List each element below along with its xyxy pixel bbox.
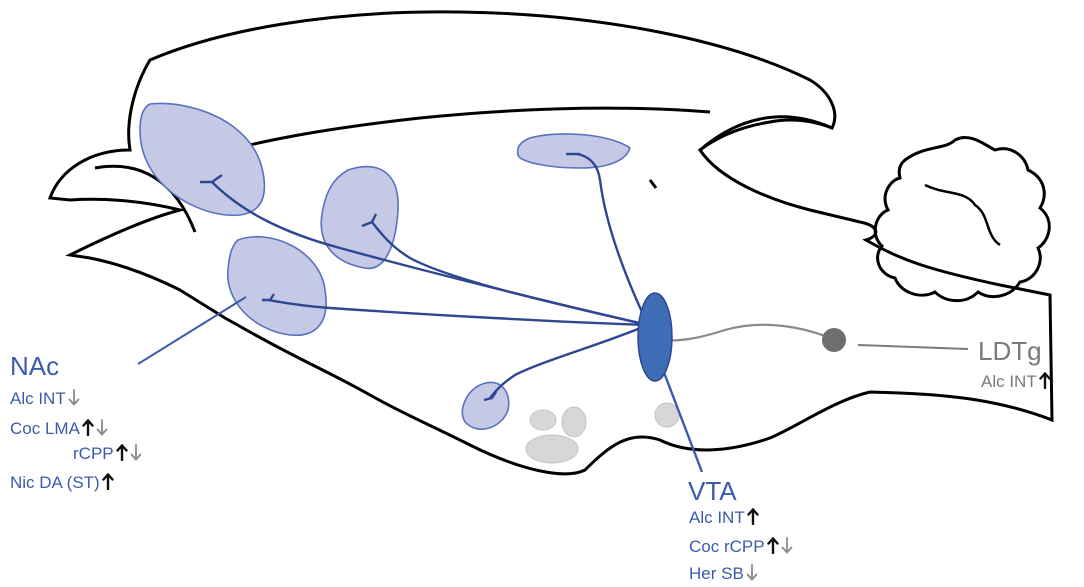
increase-arrow-icon (766, 537, 779, 554)
vta-row-arrows (744, 564, 758, 583)
nac-row-rcpp: rCPP (73, 444, 142, 462)
brain-fold-1 (94, 164, 197, 233)
brain-fold-3 (699, 115, 833, 152)
vta-row-alc: Alc INT (689, 508, 759, 526)
projection-nac (267, 298, 649, 327)
projection-anterior (371, 221, 649, 327)
brain-fold-4 (648, 179, 658, 189)
vta-row-arrows (745, 508, 759, 527)
nac-row-text: Nic DA (ST) (10, 473, 100, 492)
terminal-prefrontal (200, 174, 223, 184)
brain-outline (47, 10, 1054, 476)
nac-row-arrows (66, 389, 80, 408)
ldtg-row-text: Alc INT (981, 372, 1037, 391)
grey-nucleus-4 (654, 402, 680, 428)
cerebellum (873, 135, 1051, 303)
nac-row-nic: Nic DA (ST) (10, 473, 114, 491)
increase-arrow-icon (747, 508, 759, 525)
vta-nucleus (637, 292, 673, 382)
vta-row-text: Alc INT (689, 508, 745, 527)
nac-row-alc: Alc INT (10, 389, 80, 407)
vta-projections (200, 152, 650, 402)
ldtg-nucleus (822, 328, 846, 352)
region-prefrontal (139, 102, 266, 217)
grey-nucleus-3 (525, 434, 579, 464)
ldtg-row-arrows (1037, 372, 1051, 391)
vta-title: VTA (688, 476, 737, 506)
vta-row-text: Coc rCPP (689, 537, 765, 556)
decrease-arrow-icon (130, 444, 142, 461)
increase-arrow-icon (82, 419, 94, 436)
ldtg-projection (659, 323, 836, 342)
grey-nucleus-2 (561, 406, 587, 438)
brain-fold-2 (199, 106, 711, 160)
increase-arrow-icon (115, 444, 128, 461)
decrease-arrow-icon (781, 537, 793, 554)
decrease-arrow-icon (68, 389, 80, 406)
nac-title: NAc (10, 351, 60, 381)
vta-row-coc: Coc rCPP (689, 537, 793, 555)
grey-nucleus-1 (529, 409, 557, 431)
increase-arrow-icon (102, 473, 114, 490)
nac-row-arrows (114, 444, 142, 463)
decrease-arrow-icon (746, 564, 758, 581)
projection-dorsal (577, 152, 650, 326)
nac-leader (137, 296, 247, 365)
increase-arrow-icon (1039, 372, 1051, 389)
region-anterior (320, 165, 399, 270)
nac-row-arrows (80, 419, 108, 438)
vta-row-arrows (765, 537, 793, 556)
cerebellum-fold (924, 183, 1001, 247)
region-nac (227, 235, 327, 337)
vta-leader (658, 361, 704, 473)
projection-ventral (489, 323, 649, 399)
vta-row-her: Her SB (689, 564, 758, 582)
region-ventral (461, 381, 510, 430)
decrease-arrow-icon (96, 419, 108, 436)
terminal-ventral (483, 391, 497, 402)
region-dorsal (516, 133, 631, 169)
nac-row-text: Alc INT (10, 389, 66, 408)
nac-row-arrows (100, 473, 114, 492)
terminal-anterior (361, 213, 378, 228)
terminal-nac (262, 293, 275, 302)
ldtg-row-alc: Alc INT (981, 372, 1051, 390)
nac-row-text: rCPP (73, 444, 114, 463)
vta-row-text: Her SB (689, 564, 744, 583)
ldtg-leader (857, 344, 969, 350)
nac-row-text: Coc LMA (10, 419, 80, 438)
nac-row-coc: Coc LMA (10, 419, 108, 437)
ldtg-title: LDTg (978, 336, 1042, 366)
